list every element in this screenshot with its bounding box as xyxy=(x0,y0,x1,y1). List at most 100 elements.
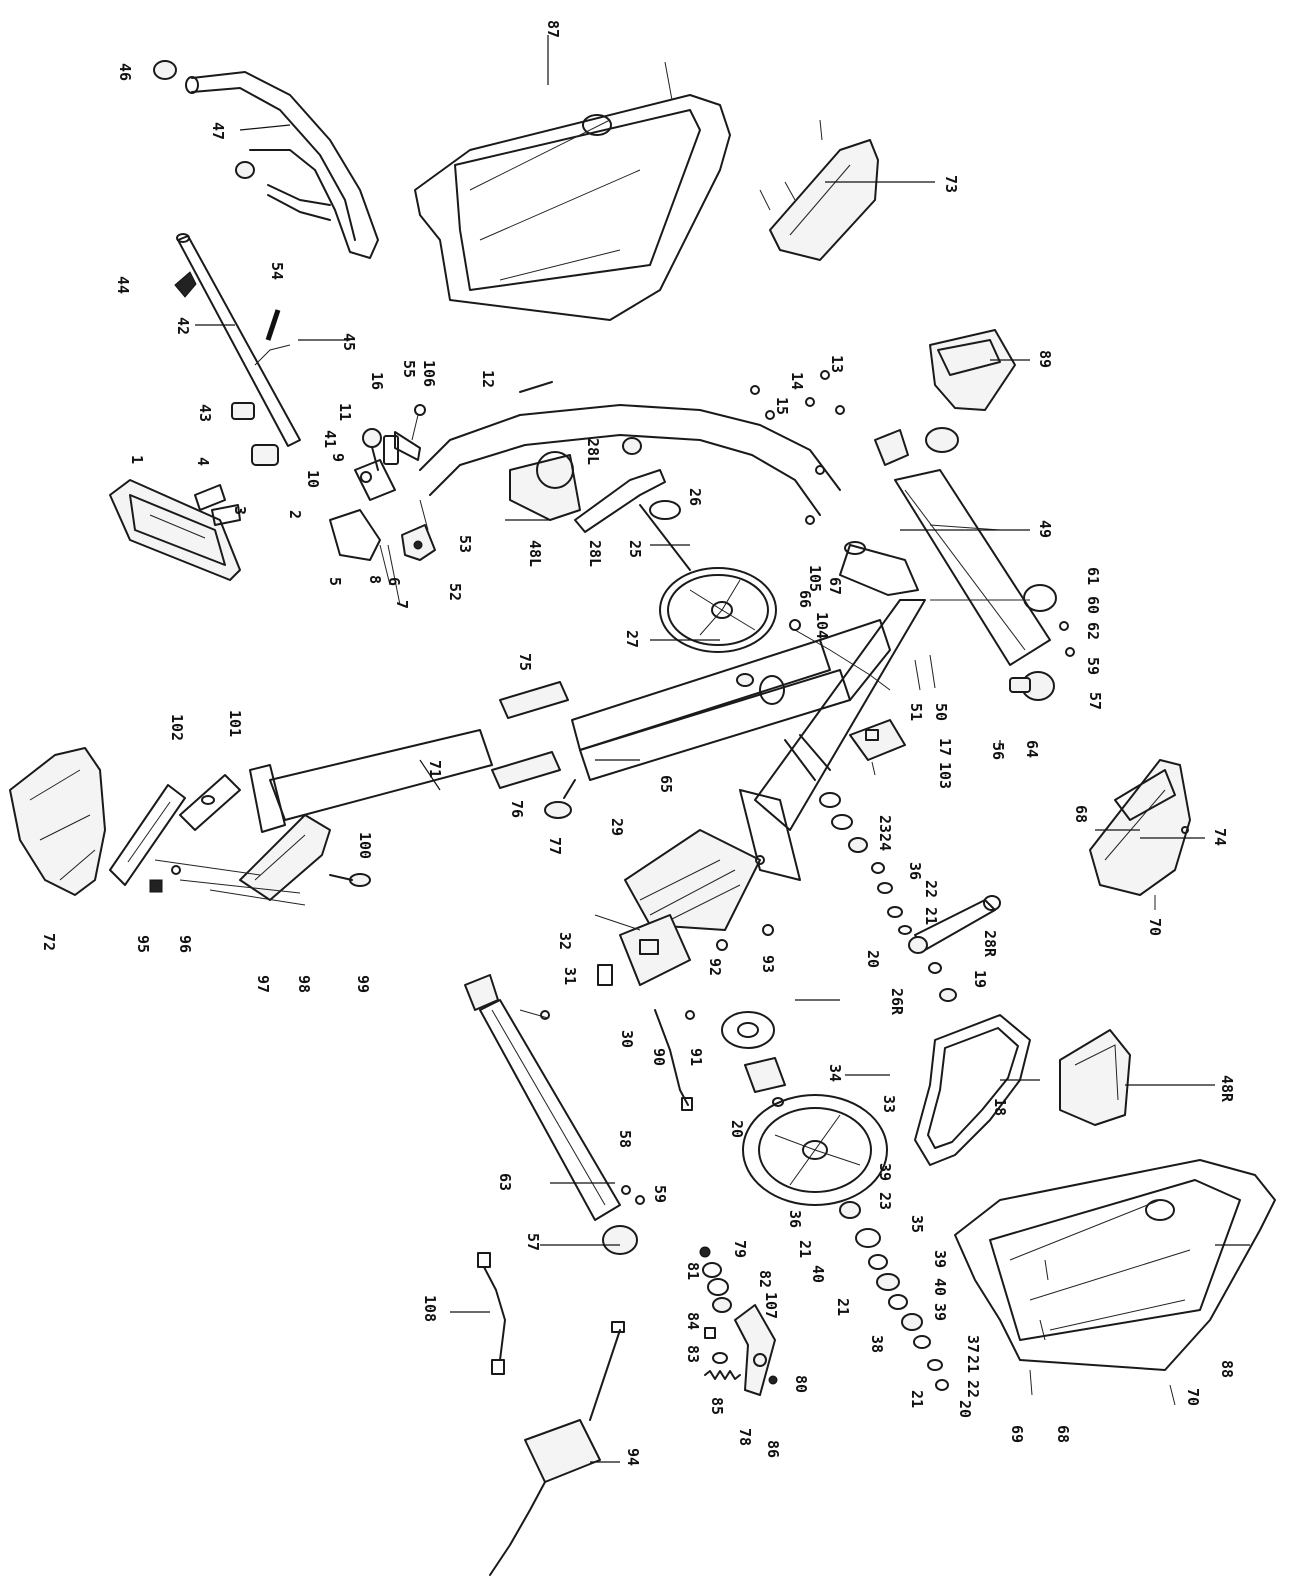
part-90-wire xyxy=(654,1009,693,1111)
callout-28R: 28R xyxy=(981,930,999,958)
callout-51: 51 xyxy=(907,703,925,721)
callout-17: 17 xyxy=(936,738,954,756)
callout-67: 67 xyxy=(826,577,844,595)
part-94-power-adapter xyxy=(489,1321,625,1576)
callout-59-b: 59 xyxy=(651,1185,669,1203)
part-34-drive-gear xyxy=(721,1011,786,1093)
part-27-pulley xyxy=(659,567,777,687)
part-47-handlebar xyxy=(185,71,379,259)
part-85-spring xyxy=(704,1370,741,1380)
callout-68: 68 xyxy=(1072,805,1090,823)
part-66-104-105-sensor xyxy=(789,619,891,691)
part-28L-left-crank xyxy=(574,437,666,533)
part-17-bracket xyxy=(849,719,906,776)
callout-16: 16 xyxy=(368,372,386,390)
part-75-slider-pad xyxy=(499,681,569,719)
callout-88: 88 xyxy=(1218,1360,1236,1378)
callout-69: 69 xyxy=(1008,1425,1026,1443)
part-frame-lower-diagonal xyxy=(739,599,926,881)
callout-20-c: 20 xyxy=(956,1400,974,1418)
callout-40-b: 40 xyxy=(931,1278,949,1296)
callout-25: 25 xyxy=(626,540,644,558)
part-43-clip xyxy=(231,402,279,466)
callout-32: 32 xyxy=(556,932,574,950)
callout-77: 77 xyxy=(546,837,564,855)
callout-93: 93 xyxy=(759,955,777,973)
part-45-wire xyxy=(254,344,291,366)
callout-21-e: 21 xyxy=(908,1390,926,1408)
part-56-rear-stabilizer xyxy=(874,427,1069,666)
callout-70: 70 xyxy=(1146,918,1164,936)
callout-97: 97 xyxy=(254,975,272,993)
part-44-knob xyxy=(174,271,197,298)
callout-48L: 48L xyxy=(526,540,544,567)
callout-89: 89 xyxy=(1036,350,1054,368)
callout-15: 15 xyxy=(773,397,791,415)
part-73-side-cover xyxy=(759,119,879,261)
callout-41: 41 xyxy=(321,430,339,448)
part-91-92-93-bolts xyxy=(685,924,774,1020)
part-77-foot xyxy=(544,779,576,819)
callout-48R: 48R xyxy=(1218,1075,1236,1103)
callout-39-b: 39 xyxy=(931,1250,949,1268)
part-67-tube xyxy=(839,541,919,596)
callout-53: 53 xyxy=(456,535,474,553)
callout-108: 108 xyxy=(421,1295,439,1322)
callout-26: 26 xyxy=(686,488,704,506)
part-4-3-connectors xyxy=(194,484,241,526)
callout-20: 20 xyxy=(864,950,882,968)
callout-33: 33 xyxy=(880,1095,898,1113)
part-84-83-hardware xyxy=(704,1327,728,1364)
callout-105: 105 xyxy=(806,565,824,592)
part-30-31-32-control-box xyxy=(594,914,691,986)
callout-22: 22 xyxy=(922,880,940,898)
part-72-seat xyxy=(9,747,106,896)
callout-28L: 28L xyxy=(584,438,602,465)
callout-79: 79 xyxy=(731,1240,749,1258)
callout-75: 75 xyxy=(516,653,534,671)
callout-21-d: 21 xyxy=(964,1355,982,1373)
callout-37: 37 xyxy=(964,1335,982,1353)
callout-85: 85 xyxy=(708,1397,726,1415)
callout-39: 39 xyxy=(876,1163,894,1181)
part-33-flywheel xyxy=(742,1094,888,1206)
part-88-lower-shroud xyxy=(954,1159,1276,1406)
callout-68-b: 68 xyxy=(1054,1425,1072,1443)
part-108-cable xyxy=(477,1252,506,1375)
part-28R-right-crank xyxy=(908,895,1001,954)
part-50-51-bolts xyxy=(914,654,936,691)
callout-95: 95 xyxy=(134,935,152,953)
callout-5: 5 xyxy=(326,577,344,586)
part-bracket-assembly xyxy=(329,459,436,606)
callout-72: 72 xyxy=(40,933,58,951)
callout-12: 12 xyxy=(479,370,497,388)
part-29-mount-plate xyxy=(624,829,765,931)
callout-62: 62 xyxy=(1084,622,1102,640)
callout-21-b: 21 xyxy=(796,1240,814,1258)
callout-43: 43 xyxy=(196,404,214,422)
callout-70-b: 70 xyxy=(1184,1388,1202,1406)
part-11-knob xyxy=(362,428,382,471)
callout-107: 107 xyxy=(762,1292,780,1319)
part-79-82-81-107-pulley xyxy=(699,1246,732,1313)
part-46-end-cap xyxy=(153,60,177,80)
callout-29: 29 xyxy=(608,818,626,836)
part-13-14-15-fasteners xyxy=(750,370,845,525)
callout-8: 8 xyxy=(366,575,384,584)
callout-99: 99 xyxy=(354,975,372,993)
part-flywheel-bearing-stack xyxy=(839,1201,949,1391)
part-seat-bolts xyxy=(154,859,306,906)
callout-9: 9 xyxy=(329,453,347,462)
part-57-64-feet-rear xyxy=(1009,647,1075,701)
callout-44: 44 xyxy=(114,276,132,294)
callout-65: 65 xyxy=(657,775,675,793)
part-99-knob xyxy=(329,873,371,887)
part-18-belt xyxy=(914,1014,1031,1166)
callout-74: 74 xyxy=(1211,828,1229,846)
part-76-slider-pad xyxy=(491,751,561,789)
callout-50: 50 xyxy=(932,703,950,721)
callout-54: 54 xyxy=(268,262,286,280)
part-12-main-frame xyxy=(419,381,841,516)
callout-22-b: 22 xyxy=(964,1380,982,1398)
callout-61: 61 xyxy=(1084,567,1102,585)
